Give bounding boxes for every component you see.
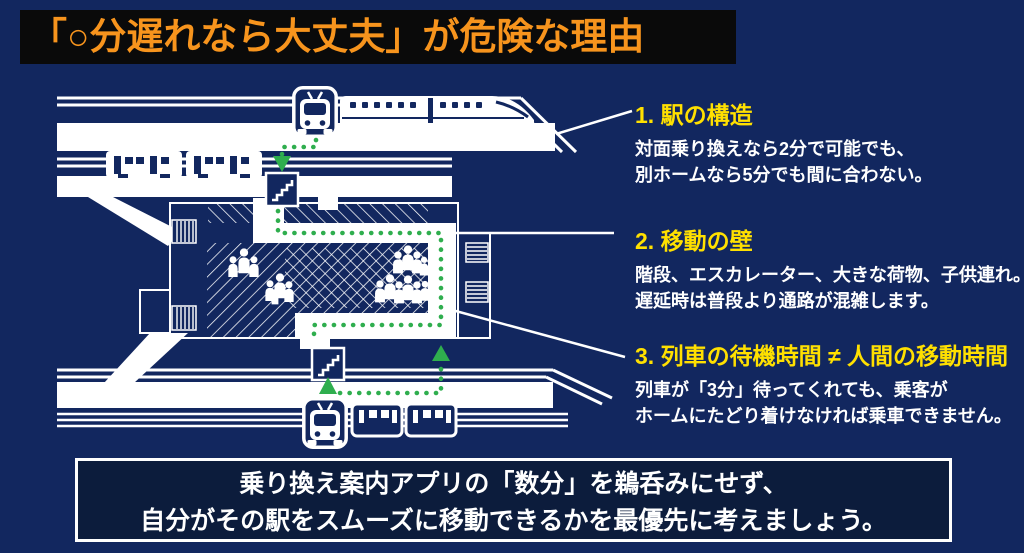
point-2-heading: 2. 移動の壁	[635, 228, 753, 254]
train-front-badge-bottom	[302, 397, 348, 449]
stairs-icon-top	[264, 171, 300, 208]
local-train-outline-icon	[350, 400, 458, 438]
point-1-body: 対面乗り換えなら2分で可能でも、別ホームなら5分でも間に合わない。	[635, 139, 933, 185]
upper-left-passage	[88, 197, 180, 246]
transfer-route-dotted-arrow	[273, 137, 450, 396]
page-title: 「○分遅れなら大丈夫」が危険な理由	[20, 10, 736, 64]
bottom-track-lines	[57, 368, 613, 406]
point-1-heading: 1. 駅の構造	[635, 102, 753, 128]
callout-lines	[448, 109, 633, 359]
point-2-body: 階段、エスカレーター、大きな荷物、子供連れ。遅延時は普段より通路が混雑します。	[635, 265, 1024, 311]
shinkansen-icon	[340, 96, 534, 123]
escalator-strip-icon	[171, 219, 489, 331]
train-front-badge-top	[292, 86, 338, 138]
summary-line-1: 乗り換え案内アプリの「数分」を鵜呑みにせず、	[239, 470, 788, 498]
point-3: 3. 列車の待機時間 ≠ 人間の移動時間 列車が「3分」待ってくれても、乗客がホ…	[635, 337, 1024, 429]
point-3-heading: 3. 列車の待機時間 ≠ 人間の移動時間	[635, 343, 1008, 369]
point-1: 1. 駅の構造 対面乗り換えなら2分で可能でも、別ホームなら5分でも間に合わない…	[635, 96, 1024, 188]
stairs-icon-bottom	[310, 346, 346, 382]
point-2: 2. 移動の壁 階段、エスカレーター、大きな荷物、子供連れ。遅延時は普段より通路…	[635, 222, 1024, 314]
summary-box: 乗り換え案内アプリの「数分」を鵜呑みにせず、 自分がその駅をスムーズに移動できる…	[75, 458, 952, 542]
point-3-body: 列車が「3分」待ってくれても、乗客がホームにたどり着けなければ乗車できません。	[635, 380, 1012, 426]
summary-line-2: 自分がその駅をスムーズに移動できるかを最優先に考えましょう。	[140, 507, 887, 535]
local-train-icon	[106, 151, 262, 178]
platform-middle	[57, 176, 452, 210]
